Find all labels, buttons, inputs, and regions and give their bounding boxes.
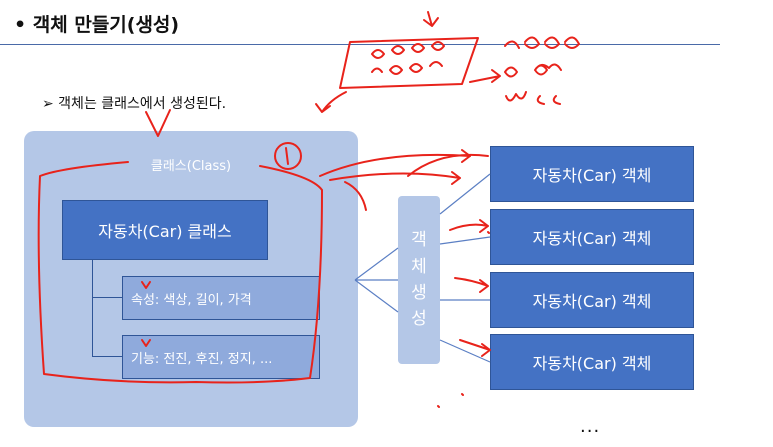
object-creation-box: 객 체 생 성: [398, 196, 440, 364]
circled-one-digit: [285, 147, 289, 165]
sketch-scribble: [504, 36, 580, 49]
arrow-mark: [469, 69, 501, 83]
tree-connector-methods: [92, 356, 122, 357]
connector-line: [439, 339, 491, 363]
sketch-scribble: [504, 63, 562, 78]
connector-line: [354, 247, 399, 281]
car-object-2: 자동차(Car) 객체: [490, 209, 694, 265]
car-class-box: 자동차(Car) 클래스: [62, 200, 268, 260]
sketch-scribble: [371, 61, 443, 75]
sketch-scribble: [371, 41, 445, 59]
circled-one: [274, 142, 302, 170]
creation-char: 객: [411, 230, 427, 251]
methods-box: 기능: 전진, 후진, 정지, ...: [122, 335, 320, 379]
sketch-box: [339, 37, 479, 89]
attributes-box: 속성: 색상, 길이, 가격: [122, 276, 320, 320]
check-mark: [141, 281, 151, 289]
title-divider: [0, 44, 720, 45]
car-object-3: 자동차(Car) 객체: [490, 272, 694, 328]
creation-char: 성: [411, 309, 427, 330]
arrow-mark: [449, 219, 489, 233]
check-mark: [141, 339, 151, 347]
arrow-mark: [329, 171, 461, 185]
car-object-1: 자동차(Car) 객체: [490, 146, 694, 202]
check-mark: [145, 109, 171, 137]
arrow-mark: [459, 339, 491, 357]
tree-connector-vertical: [92, 260, 93, 356]
arrow-mark: [319, 149, 471, 177]
arrow-mark: [407, 153, 489, 177]
creation-char: 체: [411, 256, 427, 277]
more-objects-ellipsis: ...: [580, 416, 601, 437]
arrow-mark: [315, 91, 347, 113]
arrow-mark: [344, 181, 367, 211]
class-loop: [37, 161, 323, 384]
connector-line: [439, 173, 491, 215]
bullet-text: ➢ 객체는 클래스에서 생성된다.: [42, 96, 227, 112]
connector-line: [439, 236, 491, 245]
class-container-label: 클래스(Class): [150, 159, 232, 174]
slide-title: • 객체 만들기(생성): [14, 14, 180, 36]
ink-dot: [437, 231, 490, 408]
creation-char: 생: [411, 283, 427, 303]
car-object-4: 자동차(Car) 객체: [490, 334, 694, 390]
arrow-mark: [454, 277, 489, 293]
arrow-mark: [423, 11, 439, 27]
tree-connector-attributes: [92, 297, 122, 298]
sketch-scribble: [505, 91, 561, 105]
connector-line: [354, 279, 399, 313]
